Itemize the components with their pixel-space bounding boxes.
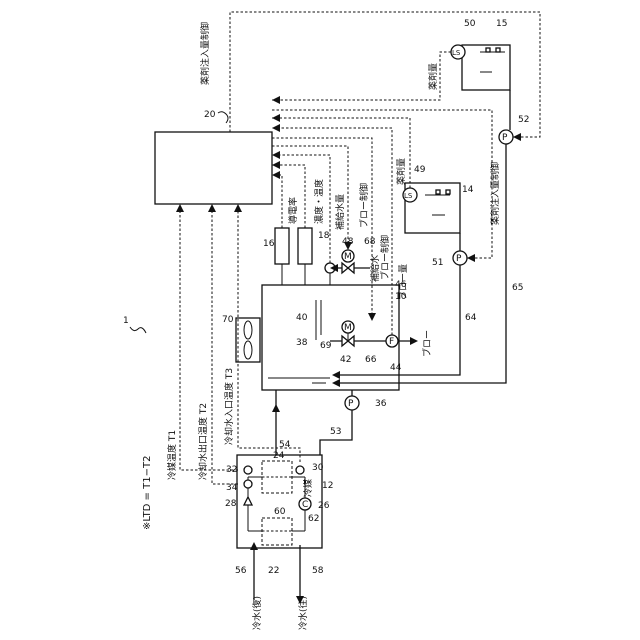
chem-control-b-label: 薬剤注入量制御 [489, 162, 501, 225]
sensor-34 [244, 480, 252, 488]
label-22: 22 [268, 566, 279, 576]
signal-chem-b-arrow [272, 114, 280, 122]
pipe-54-arrow [272, 404, 280, 412]
label-36: 36 [375, 399, 387, 409]
blow-control-label: ブロー制御 [358, 183, 370, 228]
label-30: 30 [312, 463, 324, 473]
pump-52-symbol: P [502, 133, 508, 143]
label-64: 64 [465, 313, 477, 323]
signal-conductivity [272, 175, 282, 228]
label-26: 26 [318, 501, 330, 511]
blow-flow-symbol: F [389, 337, 394, 347]
makeup-flow-label: 補給水量 [334, 194, 346, 230]
signal-t2-arrow [208, 204, 216, 212]
signal-chem-a-arrow [272, 96, 280, 104]
label-69: 69 [320, 341, 332, 351]
label-28: 28 [225, 499, 237, 509]
label-70: 70 [222, 315, 234, 325]
tank-14-float-b [446, 190, 450, 194]
conductivity-label: 導電率 [287, 197, 299, 224]
cw-out-temp-label: 冷却水出口温度 T2 [197, 403, 209, 480]
blow-arrow [410, 337, 418, 345]
conc-temp-label: 濃度・温度 [313, 179, 325, 224]
chem-control-a-label: 薬剤注入量制御 [199, 22, 211, 85]
signal-conc-arrow [272, 161, 280, 169]
fan-housing [236, 318, 260, 362]
label-50: 50 [464, 19, 476, 29]
cold-water-supply-label: 冷水(往) [297, 596, 309, 630]
chem-amount-b-label: 薬剤量 [395, 158, 407, 185]
controller-box [155, 132, 272, 204]
label-62: 62 [308, 514, 319, 524]
refrigerant-temp-label: 冷媒温度 T1 [166, 430, 178, 480]
pump-36-symbol: P [348, 399, 354, 409]
makeup-motor-symbol: M [344, 252, 352, 262]
label-15: 15 [496, 19, 507, 29]
makeup-valve-68 [342, 263, 354, 273]
compressor-symbol: C [302, 500, 308, 510]
signal-t3-arrow [234, 204, 242, 212]
figure-ref-leader [130, 327, 146, 333]
blow-motor-symbol: M [344, 323, 352, 333]
ltd-formula: ※LTD = T1−T2 [142, 456, 153, 530]
blow-flow-label: ブロー量 [397, 264, 409, 300]
cooling-tower-box [262, 285, 399, 390]
label-66: 66 [365, 355, 377, 365]
label-56: 56 [235, 566, 247, 576]
label-60: 60 [274, 507, 286, 517]
cold-water-return-label: 冷水(復) [251, 596, 263, 630]
pump-51-symbol: P [456, 254, 462, 264]
figure-ref: 1 [123, 316, 129, 326]
signal-makeup-arrow [272, 151, 280, 159]
label-52: 52 [518, 115, 529, 125]
sensor-18-box [298, 228, 312, 264]
signal-chem-ctrl-a-arrow [513, 133, 521, 141]
label-16: 16 [263, 239, 275, 249]
label-14: 14 [462, 185, 474, 195]
tank-15-float-b [496, 48, 500, 52]
tank-14-float-a [436, 190, 440, 194]
label-51: 51 [432, 258, 443, 268]
label-65: 65 [512, 283, 523, 293]
label-58: 58 [312, 566, 324, 576]
signal-cond-arrow [272, 171, 280, 179]
label-42: 42 [340, 355, 351, 365]
label-12: 12 [322, 481, 333, 491]
signal-t1-arrow [176, 204, 184, 212]
sensor-30 [296, 466, 304, 474]
signal-chem-amount-a [272, 52, 451, 100]
label-44: 44 [390, 363, 402, 373]
blow-label: ブロー [421, 330, 433, 357]
label-53: 53 [330, 427, 341, 437]
refrigerant-label: 冷媒 [302, 479, 314, 497]
label-24: 24 [273, 451, 285, 461]
label-49: 49 [414, 165, 426, 175]
ls-50-symbol: LS [452, 49, 461, 57]
ls-49-symbol: LS [404, 192, 413, 200]
sensor-16-box [275, 228, 289, 264]
makeup-water-label: 補給水 [369, 255, 381, 282]
controller-label: 20 [204, 110, 216, 120]
sensor-32 [244, 466, 252, 474]
label-18: 18 [318, 231, 330, 241]
label-68: 68 [364, 237, 376, 247]
chem-amount-a-label: 薬剤量 [427, 63, 439, 90]
signal-chem-ctrl-b-arrow [467, 254, 475, 262]
label-40: 40 [296, 313, 308, 323]
signal-blow-flow-arrow [272, 124, 280, 132]
tank-15-float-a [486, 48, 490, 52]
label-38: 38 [296, 338, 308, 348]
blow-control-label-2: ブロー制御 [379, 235, 391, 280]
cw-in-temp-label: 冷却水入口温度 T3 [223, 368, 235, 445]
controller-leader [218, 112, 228, 123]
